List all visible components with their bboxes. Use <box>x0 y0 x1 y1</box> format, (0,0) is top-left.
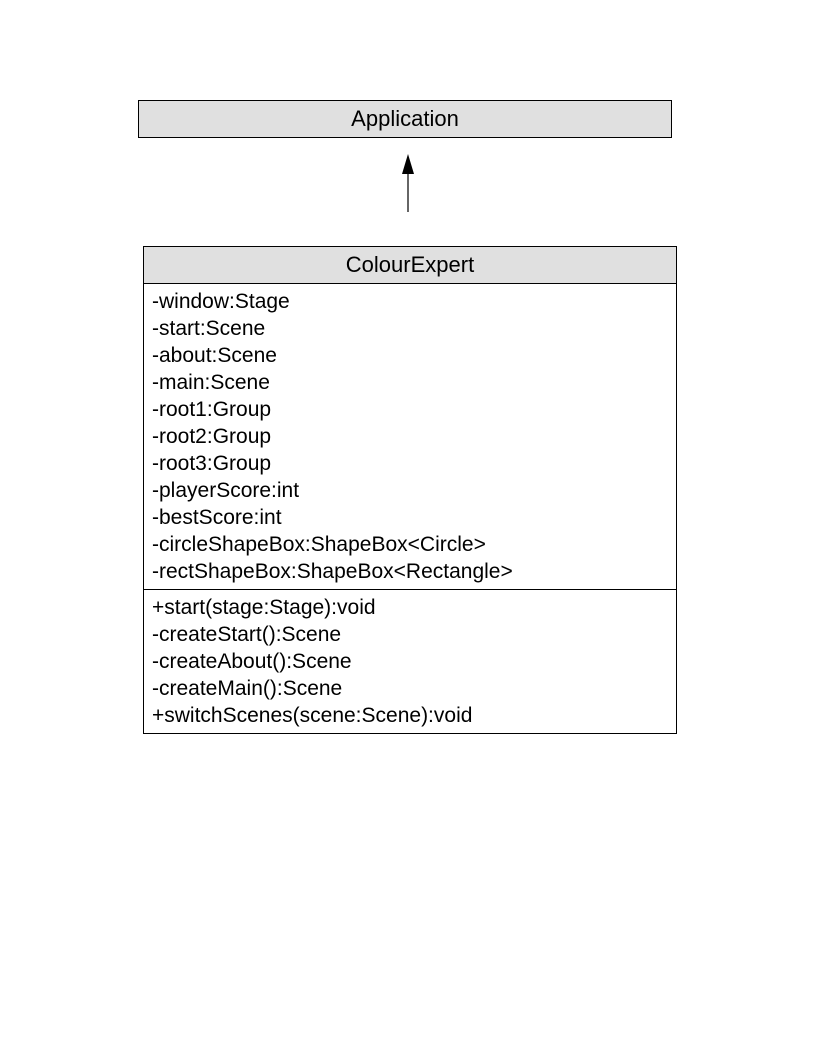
attribute-item: -start:Scene <box>152 317 266 340</box>
attribute-item: -main:Scene <box>152 371 270 394</box>
class-box-colourexpert: ColourExpert -window:Stage -start:Scene … <box>143 246 677 734</box>
method-item: -createMain():Scene <box>152 677 343 700</box>
arrow-head <box>402 154 414 174</box>
attribute-item: -window:Stage <box>152 290 290 313</box>
attribute-item: -bestScore:int <box>152 506 282 529</box>
method-item: +switchScenes(scene:Scene):void <box>152 704 473 727</box>
attribute-item: -root1:Group <box>152 398 272 421</box>
methods-section: +start(stage:Stage):void -createStart():… <box>144 590 676 729</box>
attribute-item: -playerScore:int <box>152 479 300 502</box>
attributes-section: -window:Stage -start:Scene -about:Scene … <box>144 284 676 590</box>
method-item: -createStart():Scene <box>152 623 342 646</box>
attribute-item: -root2:Group <box>152 425 272 448</box>
attribute-item: -root3:Group <box>152 452 272 475</box>
class-name: ColourExpert <box>144 247 676 284</box>
attribute-item: -rectShapeBox:ShapeBox<Rectangle> <box>152 560 513 583</box>
inheritance-arrow <box>402 154 414 212</box>
method-item: +start(stage:Stage):void <box>152 596 376 619</box>
method-item: -createAbout():Scene <box>152 650 352 673</box>
superclass-box-application: Application <box>138 100 672 138</box>
attribute-item: -about:Scene <box>152 344 277 367</box>
superclass-name: Application <box>139 101 671 137</box>
attribute-item: -circleShapeBox:ShapeBox<Circle> <box>152 533 486 556</box>
